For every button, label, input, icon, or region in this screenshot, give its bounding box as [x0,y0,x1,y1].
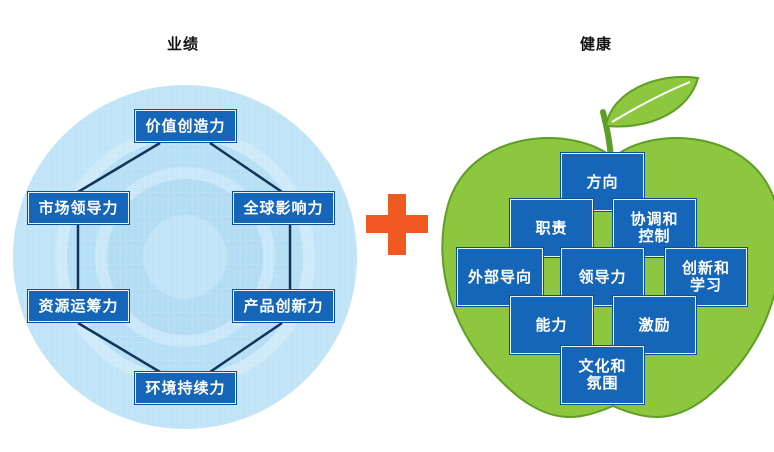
environmental-sustainability-box: 环境持续力 [134,371,237,405]
culture-climate-box: 文化和 氛围 [560,345,645,405]
hexagon-connectors [76,141,292,374]
health-title: 健康 [580,35,613,53]
innovation-learning-box: 创新和 学习 [664,247,748,307]
capability-box: 能力 [509,295,594,355]
value-creation-box: 价值创造力 [134,109,237,143]
responsibility-box: 职责 [509,198,594,258]
product-innovation-box: 产品创新力 [232,289,335,323]
performance-title: 业绩 [167,35,200,53]
market-leadership-box: 市场领导力 [27,191,130,225]
global-influence-box: 全球影响力 [232,191,335,225]
resource-management-box: 资源运筹力 [27,289,130,323]
motivation-box: 激励 [612,295,697,355]
plus-icon [366,194,428,255]
coordination-control-box: 协调和 控制 [612,198,697,258]
